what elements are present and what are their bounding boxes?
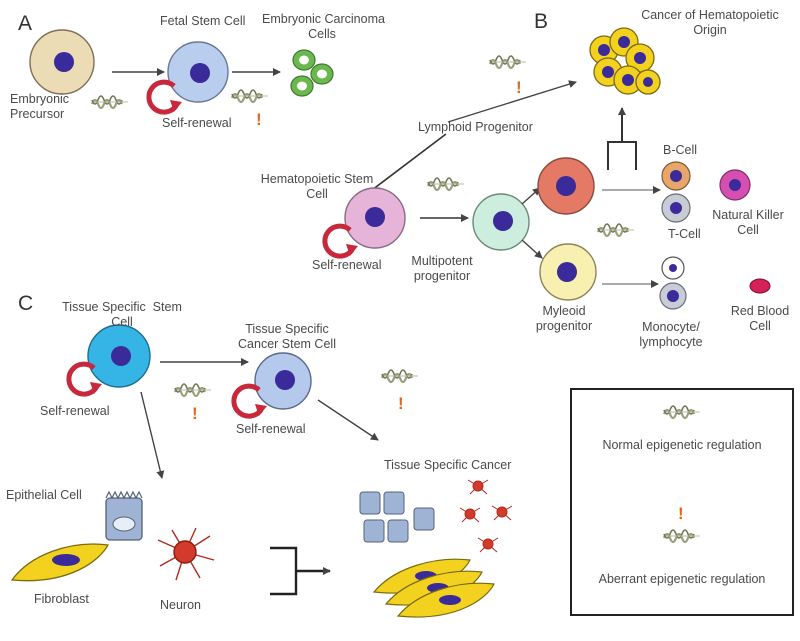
legend-normal-label: Normal epigenetic regulation bbox=[602, 438, 762, 452]
embryonic-carcinoma-cells bbox=[290, 49, 334, 97]
cancer-fibroblast-cluster bbox=[372, 558, 495, 618]
panel-label-a: A bbox=[18, 12, 33, 35]
embryonic-precursor-cell bbox=[29, 29, 95, 95]
myeloid-progenitor-cell bbox=[539, 243, 597, 301]
label-tissue-cancer-stem-cell: Tissue Specific Cancer Stem Cell bbox=[238, 322, 336, 351]
aberrant-mark: ! bbox=[192, 404, 198, 423]
label-red-blood-cell: Red Blood Cell bbox=[730, 304, 790, 333]
label-lymphoid-progenitor: Lymphoid Progenitor bbox=[418, 120, 533, 134]
label-t-cell: T-Cell bbox=[668, 227, 701, 241]
aberrant-mark: ! bbox=[516, 78, 522, 97]
red-blood-cell bbox=[749, 278, 771, 294]
label-self-renewal-b: Self-renewal bbox=[312, 258, 382, 272]
lymphoid-progenitor-cell bbox=[537, 157, 595, 215]
epigenetic-aberrant-icon bbox=[173, 382, 213, 398]
label-cancer-hematopoietic: Cancer of Hematopoietic Origin bbox=[641, 8, 779, 37]
arrow-hsc-lymphoid bbox=[371, 133, 447, 191]
legend-aberrant-label: Aberrant epigenetic regulation bbox=[598, 572, 766, 586]
monocyte-cell bbox=[661, 256, 685, 280]
arrow-mpp-myeloid bbox=[521, 239, 543, 259]
natural-killer-cell bbox=[719, 169, 751, 201]
label-monocyte-lymphocyte: Monocyte/ lymphocyte bbox=[639, 320, 703, 349]
convergence-arrow bbox=[270, 546, 331, 596]
epigenetic-aberrant-icon bbox=[488, 54, 528, 70]
arrow-mpp-lymphoid bbox=[521, 187, 541, 205]
label-self-renewal-c2: Self-renewal bbox=[236, 422, 306, 436]
fetal-stem-cell bbox=[167, 41, 229, 103]
neuron-cell bbox=[157, 527, 215, 581]
epigenetic-aberrant-icon bbox=[380, 368, 420, 384]
label-b-cell: B-Cell bbox=[663, 143, 698, 157]
panel-label-c: C bbox=[18, 292, 34, 315]
label-neuron: Neuron bbox=[160, 598, 201, 612]
epigenetic-normal-icon bbox=[596, 222, 636, 238]
label-fetal-stem-cell: Fetal Stem Cell bbox=[160, 14, 246, 28]
arrow-c2 bbox=[317, 399, 379, 441]
label-tissue-stem-cell: Tissue Specific Stem Cell bbox=[62, 300, 182, 329]
b-cell bbox=[661, 161, 691, 191]
arrow-to-cancer bbox=[447, 80, 577, 123]
hematopoietic-stem-cell bbox=[344, 187, 406, 249]
epithelial-cell bbox=[105, 490, 143, 541]
epigenetic-normal-icon bbox=[90, 94, 130, 110]
legend-box bbox=[570, 388, 794, 616]
tissue-cancer-stem-cell bbox=[254, 352, 312, 410]
label-fibroblast: Fibroblast bbox=[34, 592, 89, 606]
cancer-epithelial-cluster bbox=[359, 491, 435, 543]
label-tissue-specific-cancer: Tissue Specific Cancer bbox=[384, 458, 512, 472]
label-self-renewal-c1: Self-renewal bbox=[40, 404, 110, 418]
aberrant-mark: ! bbox=[256, 110, 262, 129]
hematopoietic-cancer-cells bbox=[589, 27, 661, 95]
legend-aberrant-mark: ! bbox=[678, 504, 684, 523]
branch-connector bbox=[607, 107, 637, 170]
lymphocyte-cell bbox=[659, 282, 687, 310]
aberrant-mark: ! bbox=[398, 394, 404, 413]
label-embryonic-carcinoma: Embryonic Carcinoma Cells bbox=[262, 12, 385, 41]
label-natural-killer-cell: Natural Killer Cell bbox=[712, 208, 784, 237]
cancer-neuron-cluster bbox=[459, 479, 513, 553]
label-embryonic-precursor: Embryonic Precursor bbox=[10, 92, 70, 121]
panel-label-b: B bbox=[534, 10, 549, 33]
label-self-renewal-a: Self-renewal bbox=[162, 116, 232, 130]
multipotent-progenitor-cell bbox=[472, 193, 530, 251]
epigenetic-aberrant-icon bbox=[230, 88, 270, 104]
label-epithelial-cell: Epithelial Cell bbox=[6, 488, 82, 502]
label-hematopoietic-stem-cell: Hematopoietic Stem Cell bbox=[260, 172, 374, 201]
arrow-c3 bbox=[140, 391, 165, 479]
label-multipotent-progenitor: Multipotent progenitor bbox=[411, 254, 473, 283]
fibroblast-cell bbox=[10, 543, 110, 582]
t-cell bbox=[661, 193, 691, 223]
label-myeloid-progenitor: Myleoid progenitor bbox=[535, 304, 593, 333]
tissue-stem-cell bbox=[87, 324, 151, 388]
epigenetic-normal-icon bbox=[426, 176, 466, 192]
